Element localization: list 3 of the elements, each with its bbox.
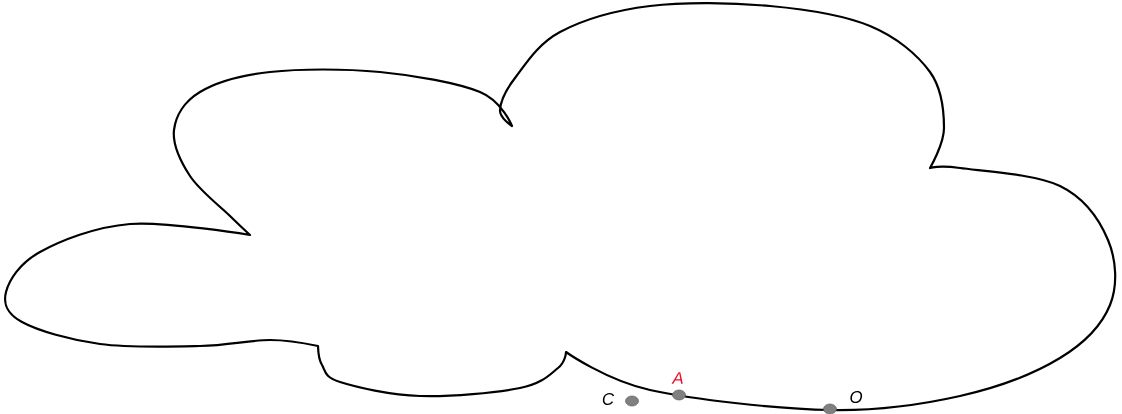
point-label: A [671,372,683,384]
point-label: O [850,391,863,403]
point-label: C [602,393,615,405]
